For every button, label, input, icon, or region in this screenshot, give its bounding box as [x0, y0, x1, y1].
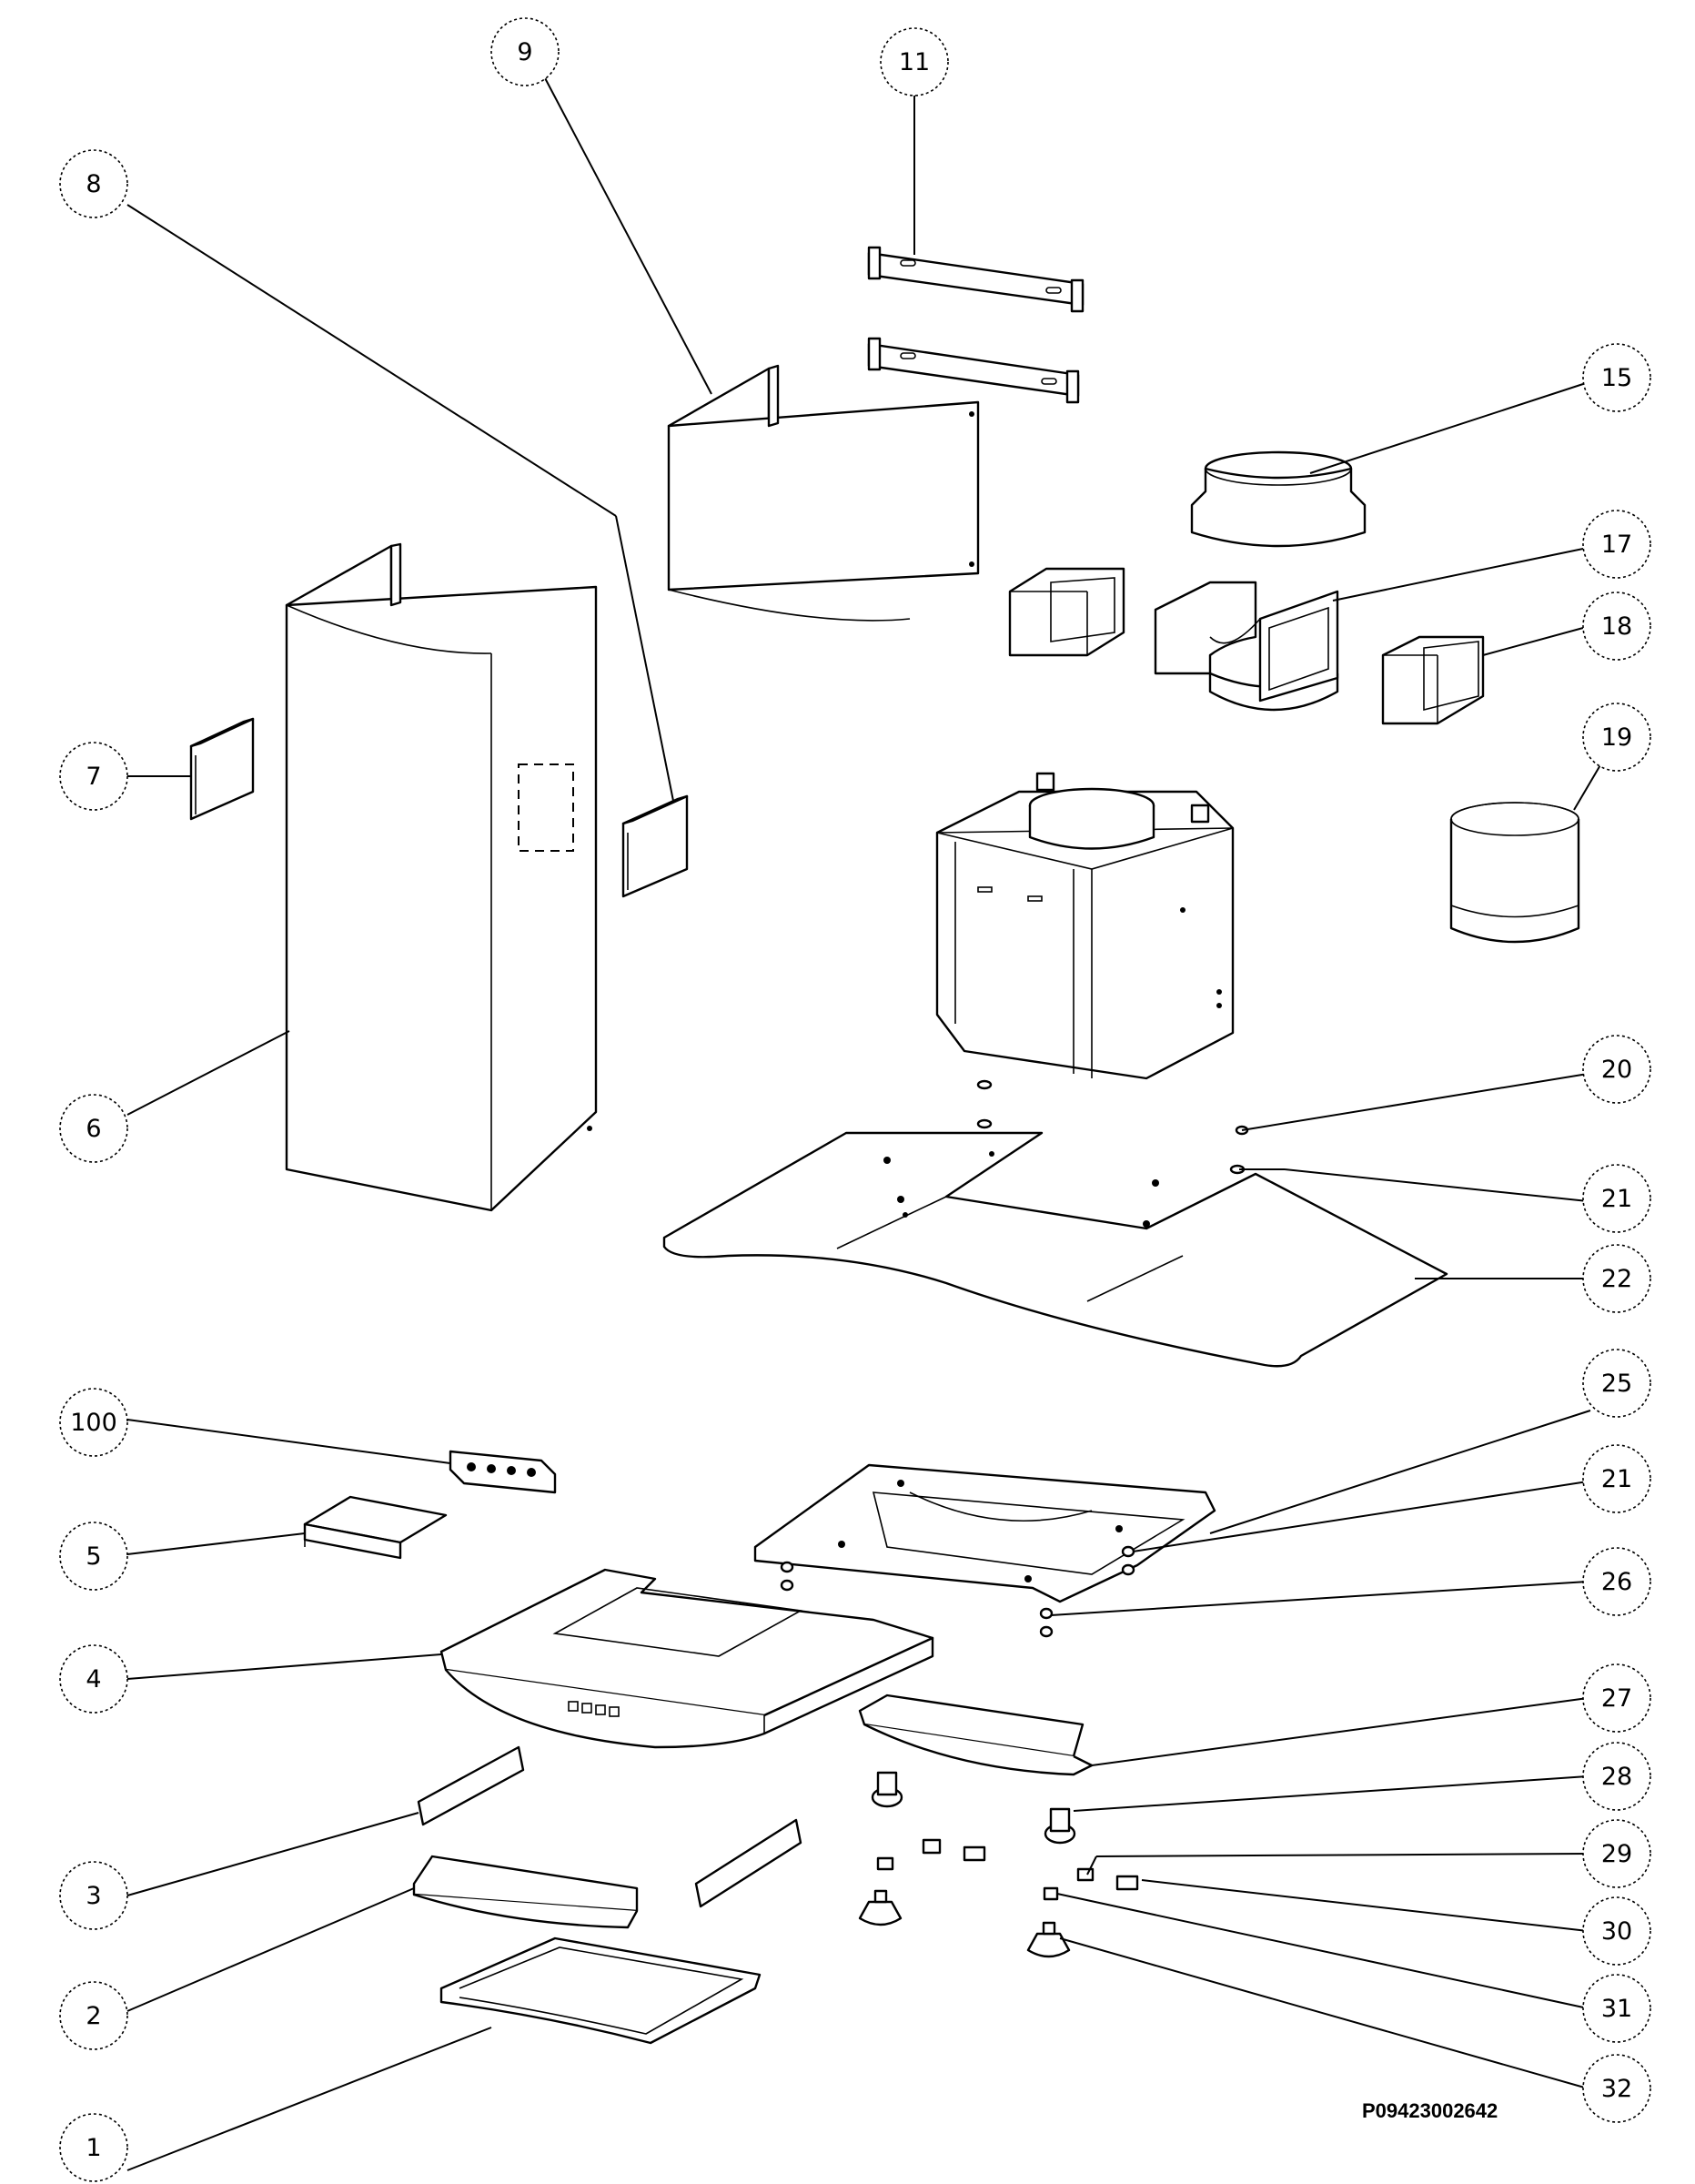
part-7-control-box	[189, 717, 255, 821]
part-15-reducer	[1190, 450, 1367, 548]
callout-8: 8	[59, 149, 128, 218]
callout-3: 3	[59, 1861, 128, 1930]
svg-text:7: 7	[86, 763, 101, 791]
part-1-bottom-panel	[439, 1936, 762, 2045]
svg-text:4: 4	[86, 1665, 101, 1694]
callout-29: 29	[1582, 1819, 1651, 1888]
svg-text:19: 19	[1601, 723, 1632, 752]
part-11-brackets	[867, 246, 1085, 404]
svg-text:5: 5	[86, 1542, 101, 1571]
part-3-side-rails	[417, 1745, 802, 1908]
svg-text:26: 26	[1601, 1568, 1632, 1596]
parts-29-31-connectors	[876, 1838, 1139, 1901]
svg-text:8: 8	[86, 170, 101, 198]
svg-text:30: 30	[1601, 1917, 1632, 1946]
screws-20	[976, 1079, 1249, 1175]
part-18-square-duct	[1381, 635, 1485, 725]
callout-7: 7	[59, 742, 128, 811]
callout-22: 22	[1582, 1244, 1651, 1313]
callout-20: 20	[1582, 1035, 1651, 1104]
callout-15: 15	[1582, 343, 1651, 412]
callout-21-upper: 21	[1582, 1164, 1651, 1233]
callout-4: 4	[59, 1644, 128, 1714]
callout-5: 5	[59, 1522, 128, 1591]
part-25-motor-plate	[753, 1463, 1216, 1603]
part-4-hood-body	[439, 1568, 934, 1749]
callout-100: 100	[59, 1388, 128, 1457]
callout-26: 26	[1582, 1547, 1651, 1616]
callouts: 9 11 8 15 17 18 7 19	[59, 17, 1651, 2182]
callout-31: 31	[1582, 1974, 1651, 2043]
part-19-ring-adapter	[1449, 802, 1580, 944]
svg-text:21: 21	[1601, 1465, 1632, 1493]
part-17-duct-elbow	[1154, 581, 1339, 712]
part-100-control-module	[449, 1450, 557, 1494]
callout-11: 11	[880, 27, 949, 96]
callout-25: 25	[1582, 1349, 1651, 1418]
svg-text:20: 20	[1601, 1056, 1632, 1084]
callout-30: 30	[1582, 1896, 1651, 1966]
svg-text:28: 28	[1601, 1763, 1632, 1791]
svg-text:18: 18	[1601, 612, 1632, 641]
svg-text:32: 32	[1601, 2075, 1632, 2103]
svg-text:25: 25	[1601, 1370, 1632, 1398]
part-2-front-trim	[412, 1855, 639, 1929]
callout-18: 18	[1582, 592, 1651, 661]
part-8-electronic-box	[621, 794, 689, 898]
drawing-code: P09423002642	[1362, 2099, 1498, 2122]
part-32-halogen-lamps	[858, 1889, 1071, 1958]
square-duct-connector	[1008, 567, 1125, 657]
part-9-upper-chimney	[667, 364, 980, 622]
callout-32: 32	[1582, 2054, 1651, 2123]
part-22-glass-canopy	[662, 1131, 1448, 1368]
svg-text:31: 31	[1601, 1995, 1632, 2023]
svg-text:1: 1	[86, 2134, 101, 2162]
callout-17: 17	[1582, 510, 1651, 579]
part-6-lower-chimney	[285, 542, 598, 1212]
leader-lines	[126, 74, 1611, 2171]
svg-text:100: 100	[70, 1409, 117, 1437]
callout-27: 27	[1582, 1663, 1651, 1733]
svg-text:9: 9	[517, 38, 532, 66]
callout-21-lower: 21	[1582, 1444, 1651, 1513]
svg-text:22: 22	[1601, 1265, 1632, 1293]
part-5-support-plate	[303, 1495, 448, 1560]
svg-text:2: 2	[86, 2002, 101, 2030]
callout-9: 9	[490, 17, 560, 86]
callout-2: 2	[59, 1981, 128, 2050]
svg-text:21: 21	[1601, 1185, 1632, 1213]
svg-text:3: 3	[86, 1882, 101, 1910]
callout-6: 6	[59, 1094, 128, 1163]
svg-text:15: 15	[1601, 364, 1632, 392]
part-28-lamp-holders	[871, 1771, 1076, 1845]
svg-text:27: 27	[1601, 1684, 1632, 1713]
svg-text:29: 29	[1601, 1840, 1632, 1868]
motor-housing	[935, 772, 1235, 1080]
part-27-front-strip	[858, 1694, 1094, 1776]
callout-19: 19	[1582, 703, 1651, 772]
svg-text:11: 11	[899, 48, 930, 76]
callout-1: 1	[59, 2113, 128, 2182]
svg-text:6: 6	[86, 1115, 101, 1143]
callout-28: 28	[1582, 1742, 1651, 1811]
svg-text:17: 17	[1601, 531, 1632, 559]
